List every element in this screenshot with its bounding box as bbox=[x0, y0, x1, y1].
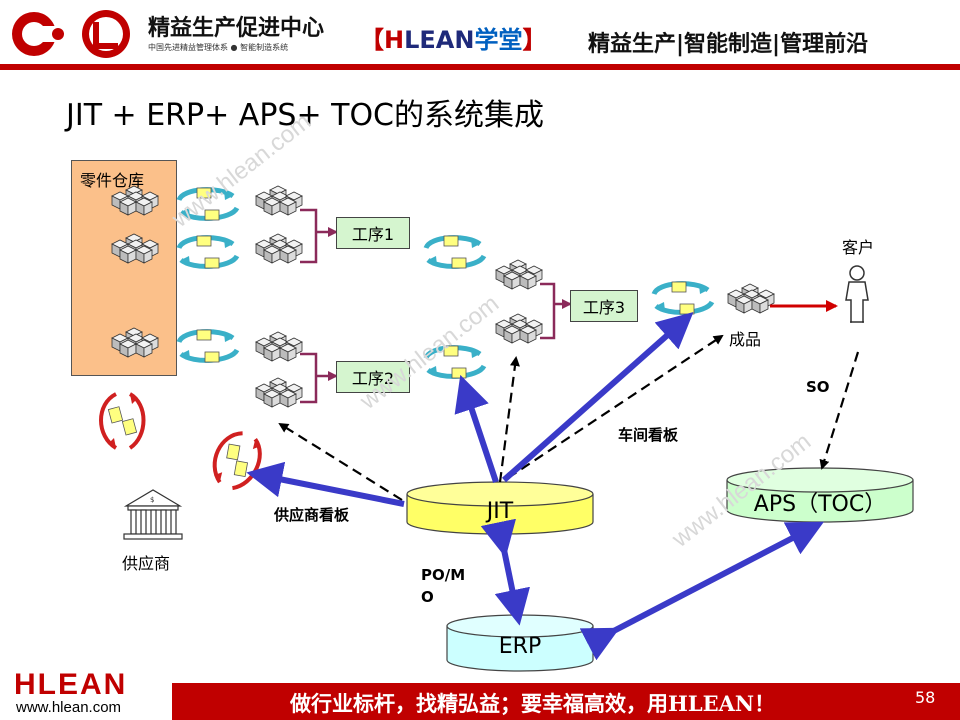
bracket-to-process-3 bbox=[540, 282, 570, 340]
customer-to-aps-dashed bbox=[819, 351, 860, 470]
po-mo-label-line1: PO/M bbox=[421, 566, 466, 584]
kanban-cycle-2 bbox=[179, 236, 237, 268]
process-2-box: 工序2 bbox=[336, 361, 410, 393]
wip-bin-2a bbox=[256, 332, 302, 361]
jit-database bbox=[406, 481, 594, 535]
po-mo-label-line2: O bbox=[421, 588, 434, 606]
svg-text:$: $ bbox=[150, 496, 154, 504]
kanban-cycle-1 bbox=[179, 188, 237, 220]
finished-goods-label: 成品 bbox=[729, 330, 762, 349]
erp-database bbox=[446, 614, 594, 672]
jit-to-process-3-cycle-arrow bbox=[502, 312, 694, 483]
bracket-to-process-1 bbox=[300, 208, 336, 264]
jit-to-finished-goods-dashed bbox=[507, 334, 724, 479]
hlean-academy-tag: 【HLEAN学堂】 bbox=[360, 20, 546, 55]
tag-lean: LEAN bbox=[404, 26, 475, 54]
wip-bin-3a bbox=[496, 260, 542, 289]
customer-label: 客户 bbox=[842, 238, 875, 257]
supplier-kanban-cycle-right bbox=[204, 424, 270, 496]
kanban-cycle-3 bbox=[179, 330, 237, 362]
kanban-cycle-process-1 bbox=[426, 236, 484, 268]
jit-to-process-2-dashed bbox=[278, 422, 403, 501]
brand-name: 精益生产促进中心 bbox=[148, 16, 325, 41]
process-1-box: 工序1 bbox=[336, 217, 410, 249]
jit-to-supplier-kanban-arrow bbox=[246, 461, 405, 507]
brand-subtitle: 中国先进精益管理体系 ● 智能制造系统 bbox=[148, 43, 289, 52]
footer-slogan: 做行业标杆，找精弘益；要幸福高效，用HLEAN！ bbox=[290, 691, 776, 716]
supplier-kanban-label: 供应商看板 bbox=[274, 506, 350, 524]
brand-logo-icon bbox=[12, 10, 130, 58]
wip-bin-2b bbox=[256, 378, 302, 407]
kanban-cycle-process-2 bbox=[426, 346, 484, 378]
jit-erp-link-arrow bbox=[480, 518, 531, 626]
tag-left-bracket: 【 bbox=[360, 26, 384, 54]
tag-h: H bbox=[384, 26, 405, 54]
bracket-to-process-2 bbox=[300, 352, 336, 404]
wip-bin-1b bbox=[256, 234, 302, 263]
warehouse-bin-1 bbox=[112, 186, 158, 215]
header-slogan: 精益生产|智能制造|管理前沿 bbox=[588, 32, 869, 57]
erp-aps-link-arrow bbox=[579, 521, 824, 661]
wip-bin-1a bbox=[256, 186, 302, 215]
supplier-kanban-cycle-left bbox=[99, 392, 146, 450]
wip-bin-3b bbox=[496, 314, 542, 343]
warehouse-label: 零件仓库 bbox=[80, 171, 145, 190]
page-number: 58 bbox=[915, 688, 936, 707]
tag-xuetang: 学堂 bbox=[474, 26, 523, 54]
customer-icon bbox=[845, 265, 869, 323]
footer-logo: HLEAN bbox=[14, 668, 128, 701]
workshop-kanban-label: 车间看板 bbox=[618, 426, 679, 444]
jit-to-process-2-cycle-arrow bbox=[454, 374, 499, 483]
header: 精益生产促进中心 中国先进精益管理体系 ● 智能制造系统 【HLEAN学堂】 精… bbox=[0, 0, 960, 70]
page-title: JIT + ERP+ APS+ TOC的系统集成 bbox=[66, 98, 545, 133]
jit-label: JIT bbox=[486, 499, 514, 524]
aps-label: APS（TOC） bbox=[753, 492, 887, 517]
supplier-label: 供应商 bbox=[122, 554, 171, 573]
warehouse-bin-3 bbox=[112, 328, 158, 357]
tag-right-bracket: 】 bbox=[522, 26, 547, 54]
footer-url[interactable]: www.hlean.com bbox=[16, 699, 122, 716]
jit-to-process-cycle-dashed bbox=[498, 356, 520, 483]
process-3-box: 工序3 bbox=[570, 290, 638, 322]
aps-database bbox=[726, 467, 914, 523]
finished-goods-bin bbox=[728, 284, 774, 313]
supplier-building-icon: $ bbox=[123, 489, 183, 540]
warehouse-bin-2 bbox=[112, 234, 158, 263]
so-label: SO bbox=[806, 378, 830, 396]
erp-label: ERP bbox=[498, 634, 542, 659]
footer-bar bbox=[172, 683, 960, 720]
kanban-cycle-process-3 bbox=[654, 282, 712, 314]
header-divider bbox=[0, 64, 960, 70]
